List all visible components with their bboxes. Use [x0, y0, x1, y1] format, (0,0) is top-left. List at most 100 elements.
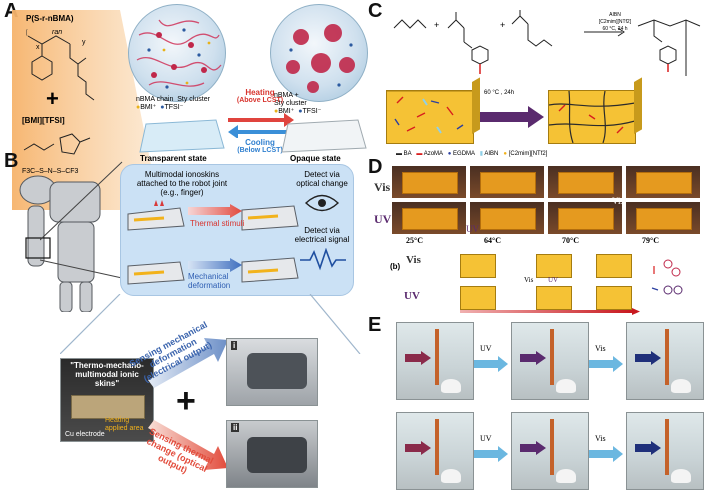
heating-label: Heating (Above LCST)	[230, 88, 290, 104]
photo-ii-label: ii	[231, 423, 240, 432]
cooling-text: Cooling	[245, 138, 275, 147]
heating-area-label: Heating applied area	[105, 417, 144, 432]
opaque-film	[281, 119, 367, 153]
azo-isomer-icons	[651, 259, 683, 295]
optical-text: Detect via optical change	[292, 170, 352, 188]
optical-line2: optical change	[296, 179, 348, 188]
plus-2: +	[500, 20, 506, 30]
legend-bmi-right: BMI⁺	[278, 108, 295, 115]
polymer-structure: [	[26, 30, 95, 101]
indicator-arrow	[520, 351, 546, 365]
sensing-therm-arrow	[148, 420, 228, 470]
photo-d-r2-c3	[548, 202, 622, 234]
panel-d-photo-grid	[392, 166, 704, 234]
sub-b-label: (b)	[390, 262, 401, 271]
panel-b-label: B	[4, 150, 19, 172]
robot-illustration	[19, 175, 101, 312]
x-subscript: x	[36, 44, 40, 51]
y-subscript: y	[82, 39, 86, 46]
transparent-film	[139, 119, 225, 153]
uv-small-label: UV	[548, 276, 559, 284]
vis-row-label: Vis	[374, 180, 391, 194]
weight-base	[556, 469, 576, 483]
legend-tfsi-right: TFSI⁻	[302, 108, 322, 115]
gel-strip	[665, 329, 669, 385]
reaction-arrow-label: 60 °C , 24h	[484, 90, 515, 96]
skin-title: "Thermo-mechano- multimodal ionic skins"	[63, 361, 151, 388]
uv-row-label: UV	[374, 212, 392, 226]
ran-text: ran	[52, 29, 63, 36]
temp-3: 70°C	[562, 236, 579, 245]
gel-sample	[402, 172, 458, 194]
cooling-sub: (Below LCST)	[237, 147, 283, 154]
photo-d-r1-c1	[392, 166, 466, 198]
panel-d-label: D	[368, 156, 383, 178]
plus-1: +	[434, 20, 440, 30]
indicator-arrow	[405, 351, 431, 365]
photo-d-r2-c4	[626, 202, 700, 234]
indicator-arrow	[520, 441, 546, 455]
robot-hand-shape	[247, 353, 307, 389]
rowE1-transition-arrow-1	[474, 356, 508, 372]
rowE2-transition-arrow-1	[474, 446, 508, 462]
uv-b-label: UV	[404, 290, 420, 302]
gel-strip	[665, 419, 669, 475]
photo-d-r2-c1	[392, 202, 466, 234]
zoom-lines	[40, 161, 123, 279]
cube-before-side	[472, 77, 480, 134]
cube-before	[385, 82, 489, 144]
legend-chain-right: nBMA +	[274, 92, 299, 99]
polymer-name: P(S-r-nBMA)	[26, 14, 74, 23]
small-cube-uv-2	[536, 286, 572, 310]
temperature-row: 25°C 64°C 70°C 79°C	[392, 236, 704, 248]
cooling-label: Cooling (Below LCST)	[230, 138, 290, 154]
attached-line2: attached to the robot joint	[136, 179, 228, 188]
robot-hand-shape-ii	[247, 437, 307, 473]
skin-line1: "Thermo-mechano-	[70, 361, 144, 370]
gel-strip	[550, 329, 554, 385]
electrical-line2: electrical signal	[294, 235, 350, 244]
heating-sub: (Above LCST)	[236, 97, 284, 104]
legend-left: nBMA chain Sty cluster ●BMI⁺ ●TFSI⁻	[136, 96, 210, 111]
legend-cluster-right: Sty cluster	[274, 100, 307, 107]
transparent-sphere	[128, 4, 226, 102]
photo-d-r1-c2	[470, 166, 544, 198]
cube-after-side	[634, 77, 642, 134]
gel-strip	[435, 329, 439, 385]
skin-line2: multimodal ionic	[75, 370, 139, 379]
thermal-stimuli-label: Thermal stimuli	[190, 219, 245, 228]
rowE2-beaker-photo-1	[396, 412, 474, 490]
tfsi-formula: F3C–S–N–S–CF3	[22, 168, 79, 175]
legend-ba: BA	[403, 151, 412, 157]
weight-base	[671, 379, 691, 393]
rowE2-transition-arrow-2	[589, 446, 623, 462]
rowE2-transition-label-2: Vis	[595, 434, 606, 443]
attached-line3: (e.g., finger)	[160, 188, 204, 197]
photo-d-r2-c2	[470, 202, 544, 234]
legend-right: nBMA + Sty cluster ●BMI⁺ ●TFSI⁻	[274, 92, 322, 115]
gel-strip	[550, 419, 554, 475]
legend-cluster: Sty cluster	[177, 96, 210, 103]
opaque-state-label: Opaque state	[290, 154, 341, 163]
eye-icon	[304, 194, 340, 212]
skin-line3: skins"	[94, 379, 120, 388]
vis-middle-label: Vis	[612, 196, 624, 206]
sensing-mech-arrow	[148, 338, 228, 388]
gel-sample	[636, 208, 692, 230]
gel-strip	[435, 419, 439, 475]
indicator-arrow	[405, 441, 431, 455]
temp-2: 64°C	[484, 236, 501, 245]
rowE2-beaker-photo-2	[511, 412, 589, 490]
reaction-conditions: AIBN [C2mim][NTf2] 60 °C, 24 h	[592, 12, 638, 33]
thermal-arrow	[188, 204, 242, 218]
rowE1-beaker-photo-3	[626, 322, 704, 400]
waveform-icon	[300, 248, 346, 271]
ionic-liquid-name: [BMI][TFSI]	[22, 116, 65, 125]
temp-1: 25°C	[406, 236, 423, 245]
rowE2-transition-label-1: UV	[480, 434, 492, 443]
gel-sample	[558, 172, 614, 194]
vis-b-label: Vis	[406, 254, 421, 266]
indicator-arrow	[635, 351, 661, 365]
electrical-line1: Detect via	[304, 226, 340, 235]
